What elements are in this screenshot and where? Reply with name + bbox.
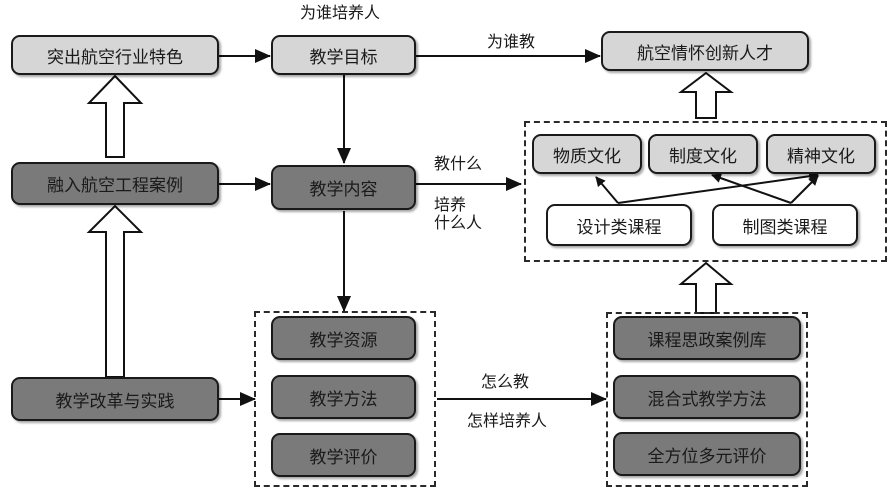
arrow-drawing-to-institutional <box>711 173 792 204</box>
arrow-design-to-material <box>595 176 619 204</box>
box-blended-method: 混合式教学方法 <box>613 375 801 419</box>
group-practice <box>606 312 808 487</box>
box-drawing-courses: 制图类课程 <box>712 204 858 246</box>
group-teaching-elements <box>254 311 436 487</box>
box-aviation-feature: 突出航空行业特色 <box>11 35 219 75</box>
box-teaching-evaluation: 教学评价 <box>271 433 416 477</box>
label-teach-what: 教什么 <box>434 154 483 173</box>
block-arrow-practice-to-culture <box>678 261 734 314</box>
label-cultivate-what-1: 培养 <box>434 195 467 214</box>
box-spiritual-culture: 精神文化 <box>766 134 876 174</box>
label-for-whom-teach: 为谁教 <box>487 32 536 51</box>
arrow-drawing-to-spiritual <box>790 175 819 204</box>
group-culture <box>524 121 887 262</box>
label-cultivate-what-2: 什么人 <box>434 213 483 232</box>
block-arrow-reform-to-cases <box>86 204 144 378</box>
box-material-culture: 物质文化 <box>532 134 642 174</box>
block-arrow-cases-to-feature <box>86 74 144 158</box>
box-teaching-methods: 教学方法 <box>271 375 416 419</box>
box-design-courses: 设计类课程 <box>546 204 692 246</box>
box-aviation-cases: 融入航空工程案例 <box>11 162 219 205</box>
label-for-whom-cultivate: 为谁培养人 <box>300 3 381 22</box>
box-teaching-resources: 教学资源 <box>271 316 416 360</box>
box-teaching-reform: 教学改革与实践 <box>11 377 219 421</box>
box-institutional-culture: 制度文化 <box>648 134 758 174</box>
block-arrow-culture-to-talent <box>678 71 734 119</box>
box-teaching-goal: 教学目标 <box>271 35 416 75</box>
box-case-library: 课程思政案例库 <box>613 316 801 360</box>
label-how-cultivate: 怎样培养人 <box>467 411 548 430</box>
box-aviation-talent: 航空情怀创新人才 <box>601 31 809 71</box>
arrow-design-to-spiritual <box>617 171 819 204</box>
box-multi-evaluation: 全方位多元评价 <box>613 432 801 476</box>
box-teaching-content: 教学内容 <box>271 165 416 210</box>
label-how-teach: 怎么教 <box>481 372 530 391</box>
